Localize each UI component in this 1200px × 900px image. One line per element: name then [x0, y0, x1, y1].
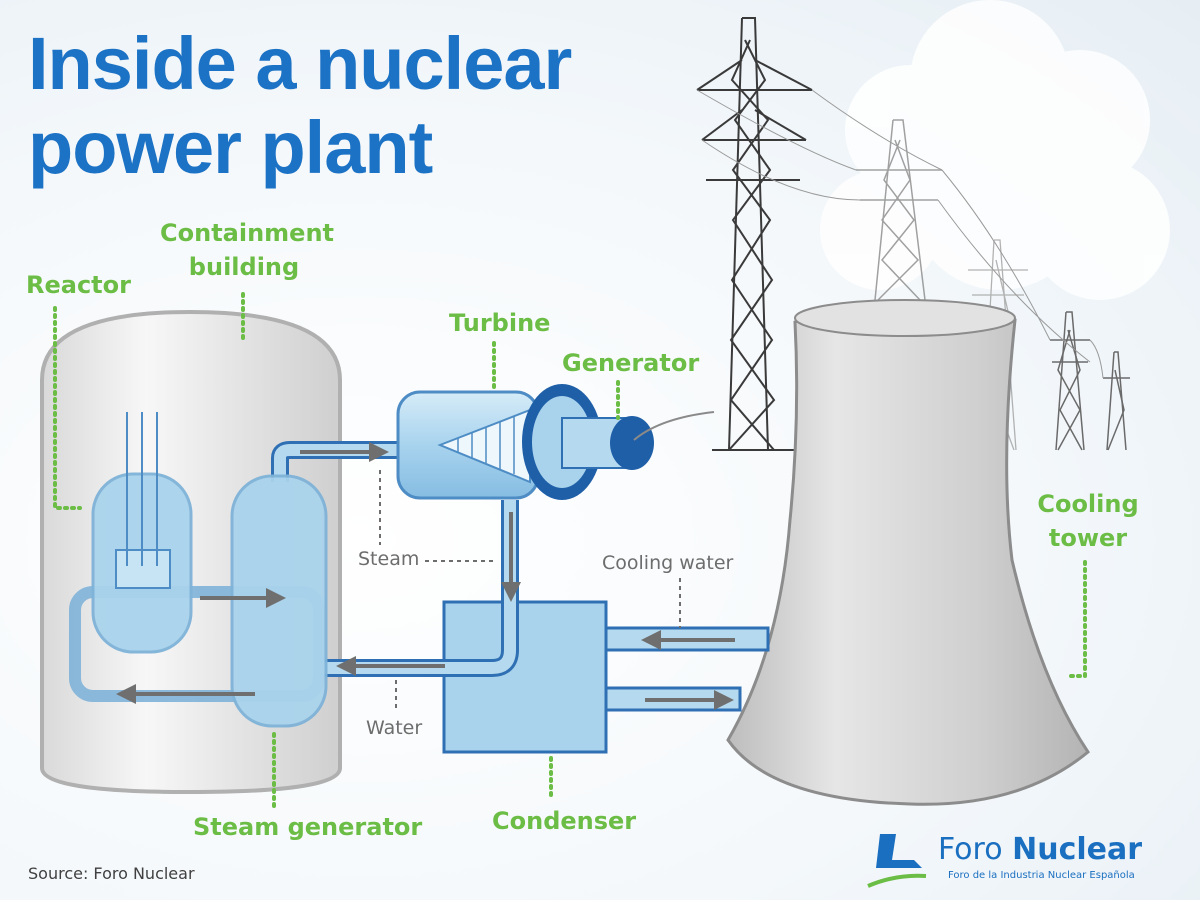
flow-label-cooling-water: Cooling water — [602, 552, 734, 574]
flow-label-water: Water — [366, 717, 423, 739]
steam-generator — [230, 474, 328, 728]
label-containment-line1: Containment — [160, 219, 335, 247]
page-title: Inside a nuclear power plant — [28, 22, 572, 190]
power-cables — [696, 89, 1104, 379]
label-generator: Generator — [562, 349, 700, 377]
logo-name-bold: Nuclear — [1012, 832, 1143, 867]
source-note: Source: Foro Nuclear — [28, 864, 195, 883]
label-cooling-tower-line1: Cooling — [1037, 490, 1139, 518]
label-leaders — [53, 292, 1087, 810]
pylon-right — [1050, 311, 1130, 451]
pylon-main — [696, 17, 813, 451]
foro-nuclear-logo: Foro Nuclear Foro de la Industria Nuclea… — [866, 830, 1166, 888]
logo-tagline: Foro de la Industria Nuclear Española — [948, 870, 1135, 881]
steam-pipes — [271, 441, 519, 677]
flow-leaders — [379, 470, 681, 712]
power-pylons — [696, 17, 1130, 451]
label-cooling-tower: Cooling tower — [1030, 487, 1146, 555]
label-reactor: Reactor — [26, 271, 131, 299]
clouds — [820, 0, 1170, 300]
label-condenser: Condenser — [492, 807, 637, 835]
label-containment-line2: building — [188, 253, 300, 281]
logo-name-light: Foro — [938, 832, 1003, 867]
generator — [522, 384, 715, 500]
label-cooling-tower-line2: tower — [1048, 524, 1128, 552]
cooling-tower — [726, 304, 1091, 806]
label-containment-building: Containment building — [160, 216, 334, 284]
flow-arrows — [116, 442, 735, 710]
logo-name: Foro Nuclear — [938, 832, 1142, 867]
label-turbine: Turbine — [449, 309, 551, 337]
page-title-line2: power plant — [28, 106, 433, 189]
flow-label-steam: Steam — [358, 548, 420, 570]
page-title-line1: Inside a nuclear — [28, 22, 572, 105]
pylon-mid — [856, 119, 942, 301]
foro-nuclear-logo-mark — [867, 834, 927, 888]
cooling-tower-rim — [794, 299, 1016, 337]
control-rods — [126, 412, 158, 566]
label-steam-generator: Steam generator — [193, 813, 423, 841]
turbine — [396, 390, 540, 500]
